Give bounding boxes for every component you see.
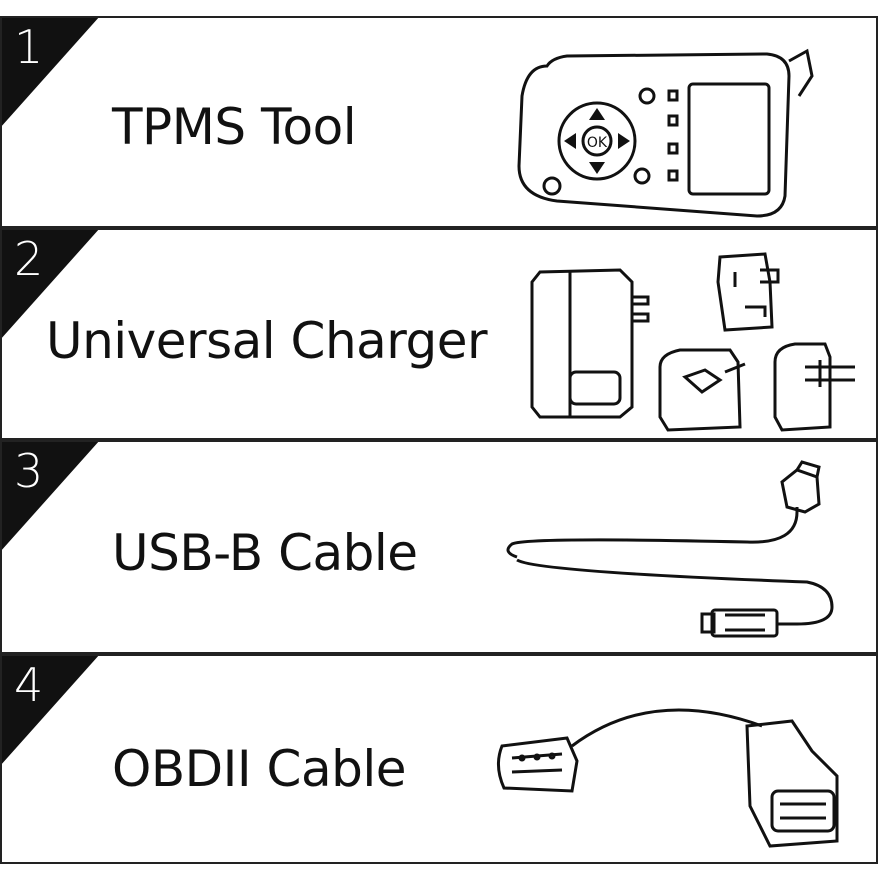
number-corner-1 (2, 18, 99, 126)
item-panel-3: 3 USB-B Cable (0, 440, 878, 654)
charger-icon (530, 252, 855, 432)
item-number-3: 3 (14, 444, 44, 498)
item-title-1: TPMS Tool (112, 98, 357, 156)
item-number-2: 2 (14, 232, 44, 286)
item-panel-4: 4 OBDII Cable (0, 654, 878, 864)
tpms-tool-icon: OK (517, 48, 814, 218)
number-corner-3 (2, 442, 99, 550)
item-title-3: USB-B Cable (112, 524, 418, 582)
number-corner-4 (2, 656, 99, 764)
item-number-4: 4 (14, 658, 44, 712)
usb-cable-icon (506, 460, 834, 638)
obd-cable-icon (497, 708, 839, 848)
item-panel-1: 1 TPMS Tool OK (0, 16, 878, 228)
item-number-1: 1 (14, 20, 44, 74)
ok-button-label: OK (587, 135, 608, 151)
item-title-4: OBDII Cable (112, 740, 407, 798)
item-title-2: Universal Charger (46, 312, 488, 370)
item-panel-2: 2 Universal Charger (0, 228, 878, 440)
number-corner-2 (2, 230, 99, 338)
